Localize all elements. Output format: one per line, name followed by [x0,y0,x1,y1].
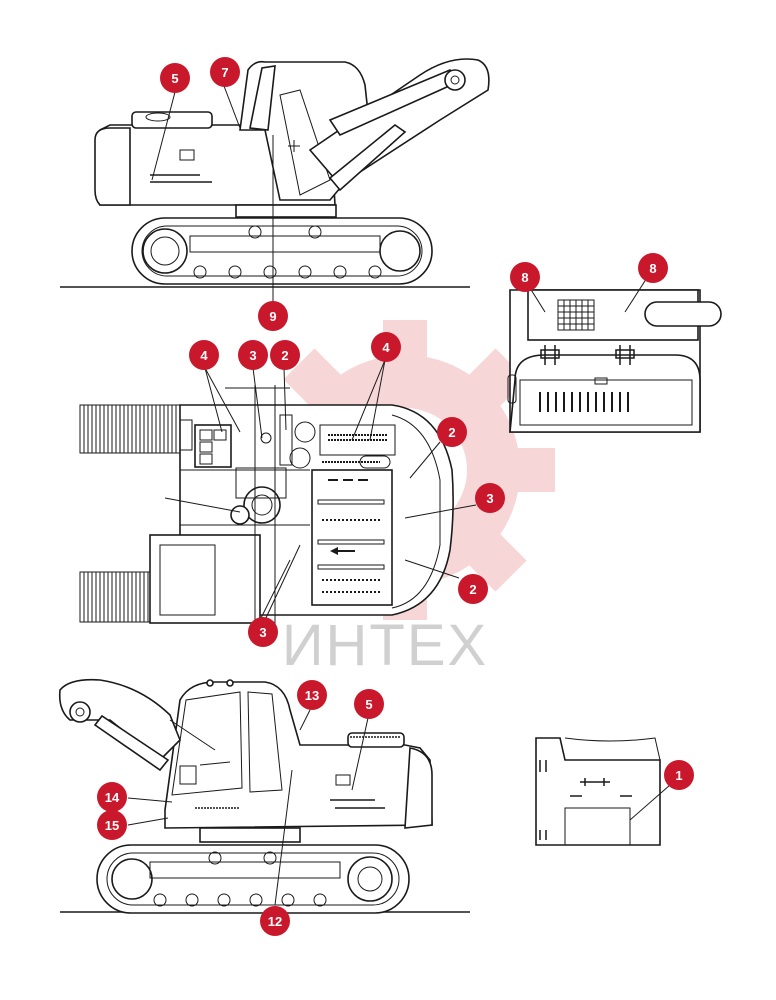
callout-top-9: 9 [258,301,288,331]
callout-bottom-13: 13 [297,680,327,710]
svg-text:5: 5 [171,71,178,86]
svg-text:7: 7 [221,65,228,80]
svg-text:2: 2 [469,582,476,597]
callout-plan-2a: 2 [270,340,300,370]
svg-text:3: 3 [259,625,266,640]
callout-detail-8b: 8 [638,253,668,283]
svg-text:14: 14 [105,790,120,805]
svg-text:8: 8 [521,270,528,285]
callout-small-1: 1 [664,760,694,790]
callout-plan-3c: 3 [248,617,278,647]
callout-top-5: 5 [160,63,190,93]
detail-panel [535,737,671,846]
callout-bottom-5: 5 [354,689,384,719]
svg-text:3: 3 [486,491,493,506]
svg-text:1: 1 [675,768,682,783]
svg-text:4: 4 [382,340,390,355]
callout-plan-3b: 3 [475,483,505,513]
svg-text:2: 2 [448,425,455,440]
callout-plan-3a: 3 [238,340,268,370]
watermark-text: ИНТЕХ [282,613,488,678]
svg-text:5: 5 [365,697,372,712]
detail-hood [507,269,722,433]
callout-bottom-15: 15 [97,810,127,840]
side-view-top [60,58,490,302]
svg-text:4: 4 [200,348,208,363]
callout-plan-4a: 4 [189,340,219,370]
callout-bottom-14: 14 [97,782,127,812]
callout-detail-8a: 8 [510,262,540,292]
callout-bottom-12: 12 [260,906,290,936]
svg-text:3: 3 [249,348,256,363]
svg-text:8: 8 [649,261,656,276]
svg-text:13: 13 [305,688,319,703]
callout-plan-4b: 4 [371,332,401,362]
callout-plan-2c: 2 [458,574,488,604]
svg-text:2: 2 [281,348,288,363]
svg-text:12: 12 [268,914,282,929]
callout-top-7: 7 [210,57,240,87]
svg-text:9: 9 [269,309,276,324]
callout-plan-2b: 2 [437,417,467,447]
svg-text:15: 15 [105,818,119,833]
plan-view [79,359,477,635]
side-view-bottom [58,678,470,914]
